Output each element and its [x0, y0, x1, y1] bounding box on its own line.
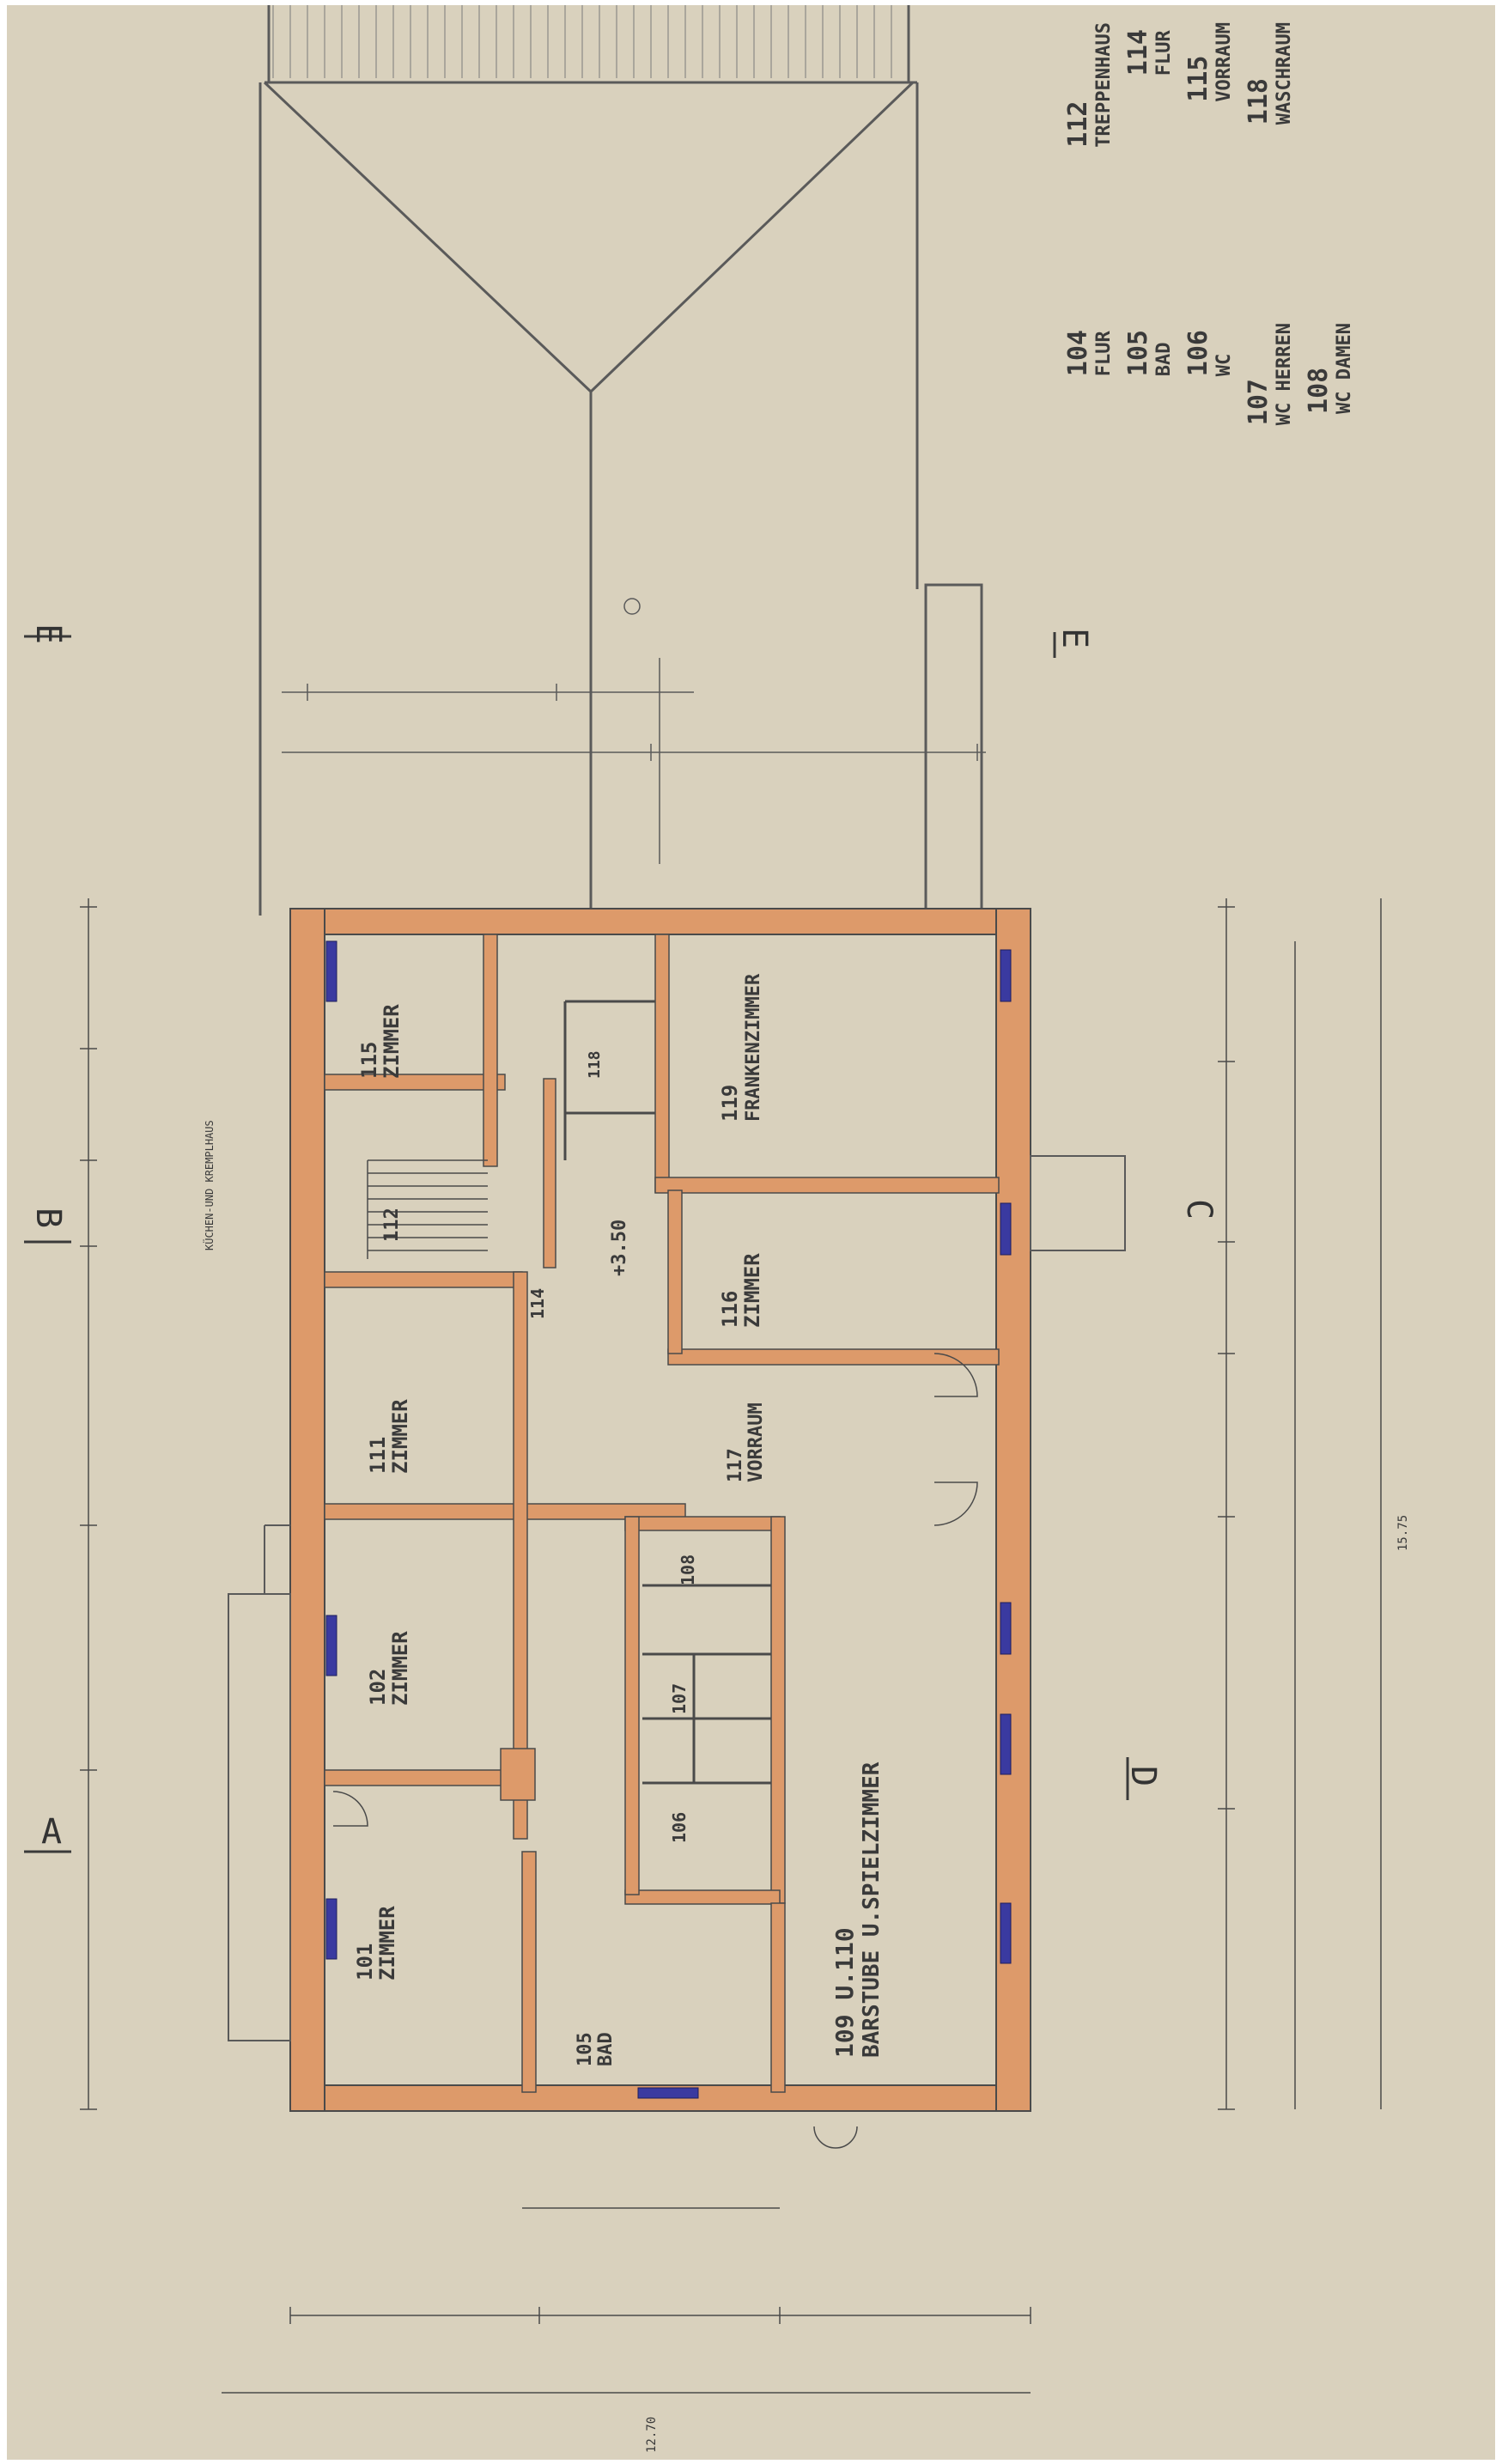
room-name: BAD — [595, 2032, 617, 2066]
room-name: FRANKENZIMMER — [743, 973, 764, 1122]
room-name: ZIMMER — [380, 1004, 404, 1079]
side-annotation: KÜCHEN-UND KREMPLHAUS — [202, 1120, 216, 1250]
room-number: 115 — [357, 1042, 381, 1079]
room-number: 112 — [381, 1208, 403, 1242]
drawing-sheet: A B D E E C 101 ZIMMER 102 ZIMMER 105 BA… — [7, 5, 1495, 2460]
room-number: 105 — [575, 2032, 596, 2066]
section-mark-label: C — [1179, 1199, 1219, 1220]
dimension-lines — [80, 898, 1382, 2394]
legend-item: 118 WASCHRAUM — [1244, 22, 1295, 125]
roof-hatching — [272, 5, 892, 78]
room-name: ZIMMER — [740, 1253, 764, 1328]
legend-column-6: 112 TREPPENHAUS — [1063, 22, 1127, 148]
level-annotation: +3.50 — [609, 1220, 630, 1276]
section-mark-label: D — [1123, 1766, 1163, 1786]
section-mark-label: E — [28, 624, 68, 644]
legend-name: FLUR — [1153, 30, 1175, 76]
legend-number: 114 — [1123, 29, 1153, 76]
room-name: VORRAUM — [745, 1402, 767, 1482]
right-dimension: 15.75 — [1396, 1515, 1410, 1551]
room-name: ZIMMER — [388, 1631, 412, 1706]
legend-column-8: 115 VORRAUM — [1183, 22, 1247, 102]
room-number: 108 — [678, 1554, 698, 1585]
legend-number: 118 — [1244, 78, 1274, 125]
room-number: 109 U.110 — [830, 1927, 859, 2058]
room-legend-upper: 112 TREPPENHAUS 114 FLUR 115 VORRAUM 118… — [1063, 22, 1424, 555]
section-mark-label: E — [1055, 628, 1094, 648]
room-number: 102 — [366, 1669, 390, 1706]
room-name: ZIMMER — [388, 1399, 412, 1474]
legend-item: 115 VORRAUM — [1183, 22, 1235, 102]
room-number: 101 — [353, 1944, 377, 1980]
legend-item: 112 TREPPENHAUS — [1063, 22, 1115, 148]
room-name: ZIMMER — [375, 1906, 399, 1980]
room-name: BARSTUBE U.SPIELZIMMER — [859, 1761, 885, 2058]
legend-name: TREPPENHAUS — [1093, 22, 1115, 148]
roof-outline — [258, 5, 983, 917]
roof-dimensions — [282, 598, 986, 864]
section-mark-label: B — [28, 1208, 68, 1228]
legend-column-7: 114 FLUR — [1123, 22, 1187, 76]
partitions — [563, 1000, 771, 1785]
legend-name: WASCHRAUM — [1274, 22, 1295, 125]
interior-walls — [324, 934, 1000, 2093]
room-number: 117 — [725, 1448, 746, 1482]
legend-item: 114 FLUR — [1123, 22, 1175, 76]
room-number: 114 — [527, 1288, 548, 1319]
room-labels: 101 ZIMMER 102 ZIMMER 105 BAD 106 107 10… — [202, 973, 1410, 2453]
room-number: 111 — [366, 1437, 390, 1474]
section-mark-label: A — [41, 1812, 62, 1852]
windows — [325, 940, 1012, 2099]
room-number: 107 — [669, 1683, 690, 1714]
legend-name: VORRAUM — [1213, 22, 1235, 102]
terrace-outline — [228, 1155, 1126, 2041]
door-swings — [332, 1353, 978, 2149]
room-number: 118 — [586, 1050, 604, 1079]
floor-plan-drawing: A B D E E C 101 ZIMMER 102 ZIMMER 105 BA… — [24, 5, 1410, 2453]
legend-number: 112 — [1063, 100, 1093, 148]
bottom-dimension: 12.70 — [645, 2417, 659, 2453]
section-labels: A B D E E C — [28, 624, 1219, 1852]
room-number: 106 — [669, 1812, 690, 1843]
section-markers — [24, 632, 1129, 1853]
room-number: 119 — [718, 1085, 742, 1122]
legend-number: 115 — [1183, 55, 1213, 102]
stair — [367, 1159, 488, 1259]
room-number: 116 — [718, 1291, 742, 1328]
legend-column-9: 118 WASCHRAUM — [1244, 22, 1307, 125]
